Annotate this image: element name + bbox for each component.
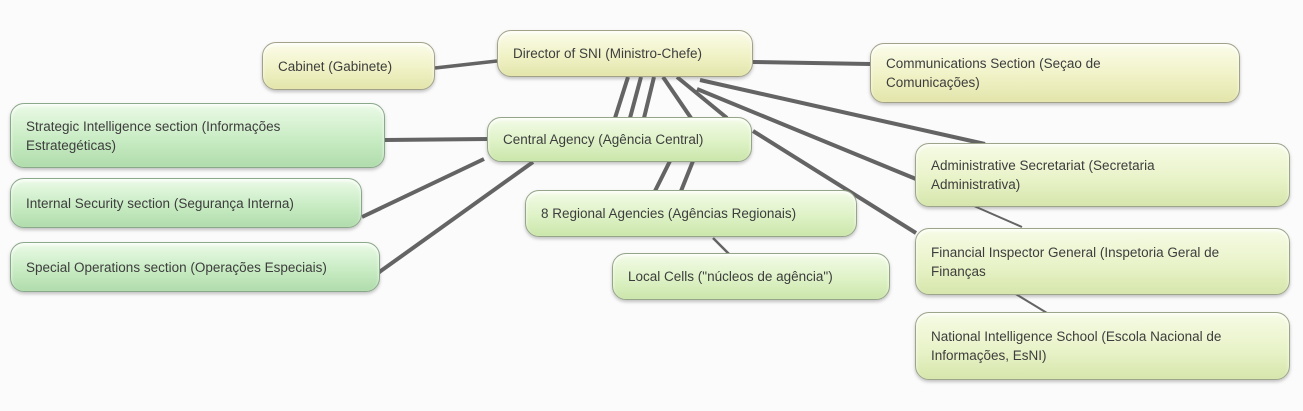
node-strategic: Strategic Intelligence section (Informaç… xyxy=(10,103,385,168)
node-admin: Administrative Secretariat (Secretaria A… xyxy=(915,143,1290,207)
node-label-strategic: Strategic Intelligence section (Informaç… xyxy=(26,118,281,153)
edge-line xyxy=(384,137,489,142)
node-label-financial: Financial Inspector General (Inspetoria … xyxy=(931,244,1220,279)
node-financial: Financial Inspector General (Inspetoria … xyxy=(915,228,1290,295)
edge-line xyxy=(642,76,656,119)
node-label-special: Special Operations section (Operações Es… xyxy=(26,259,327,275)
edge-line xyxy=(434,59,498,70)
node-label-central: Central Agency (Agência Central) xyxy=(503,132,704,147)
node-label-regional: 8 Regional Agencies (Agências Regionais) xyxy=(541,206,797,221)
edge-line xyxy=(696,87,917,181)
edge-line xyxy=(376,160,535,275)
node-central: Central Agency (Agência Central) xyxy=(487,117,752,162)
node-special: Special Operations section (Operações Es… xyxy=(10,242,380,292)
node-communications: Communications Section (Seçao de Comunic… xyxy=(870,43,1240,103)
node-label-director: Director of SNI (Ministro-Chefe) xyxy=(513,46,703,61)
node-cabinet: Cabinet (Gabinete) xyxy=(262,42,435,90)
edge-line xyxy=(613,76,630,119)
edge-line xyxy=(675,75,729,120)
node-label-admin: Administrative Secretariat (Secretaria A… xyxy=(931,158,1155,192)
edge-line xyxy=(661,75,693,120)
node-label-internal: Internal Security section (Segurança Int… xyxy=(26,195,294,211)
edge-line xyxy=(628,76,643,119)
node-label-local: Local Cells ("núcleos de agência") xyxy=(628,269,833,284)
node-nis: National Intelligence School (Escola Nac… xyxy=(915,312,1290,380)
node-regional: 8 Regional Agencies (Agências Regionais) xyxy=(525,190,857,237)
node-label-communications: Communications Section (Seçao de Comunic… xyxy=(886,56,1101,90)
edge-line xyxy=(752,60,871,66)
node-label-nis: National Intelligence School (Escola Nac… xyxy=(931,329,1222,363)
edge-line xyxy=(653,160,672,192)
node-internal: Internal Security section (Segurança Int… xyxy=(10,178,362,228)
node-local: Local Cells ("núcleos de agência") xyxy=(612,253,890,300)
edge-line xyxy=(679,160,695,192)
edge-line xyxy=(699,78,986,146)
edge-line xyxy=(1013,292,1048,314)
node-director: Director of SNI (Ministro-Chefe) xyxy=(497,30,753,77)
node-label-cabinet: Cabinet (Gabinete) xyxy=(278,58,393,74)
edge-line xyxy=(361,157,485,219)
edge-line xyxy=(751,129,918,235)
edge-line xyxy=(973,205,1023,228)
